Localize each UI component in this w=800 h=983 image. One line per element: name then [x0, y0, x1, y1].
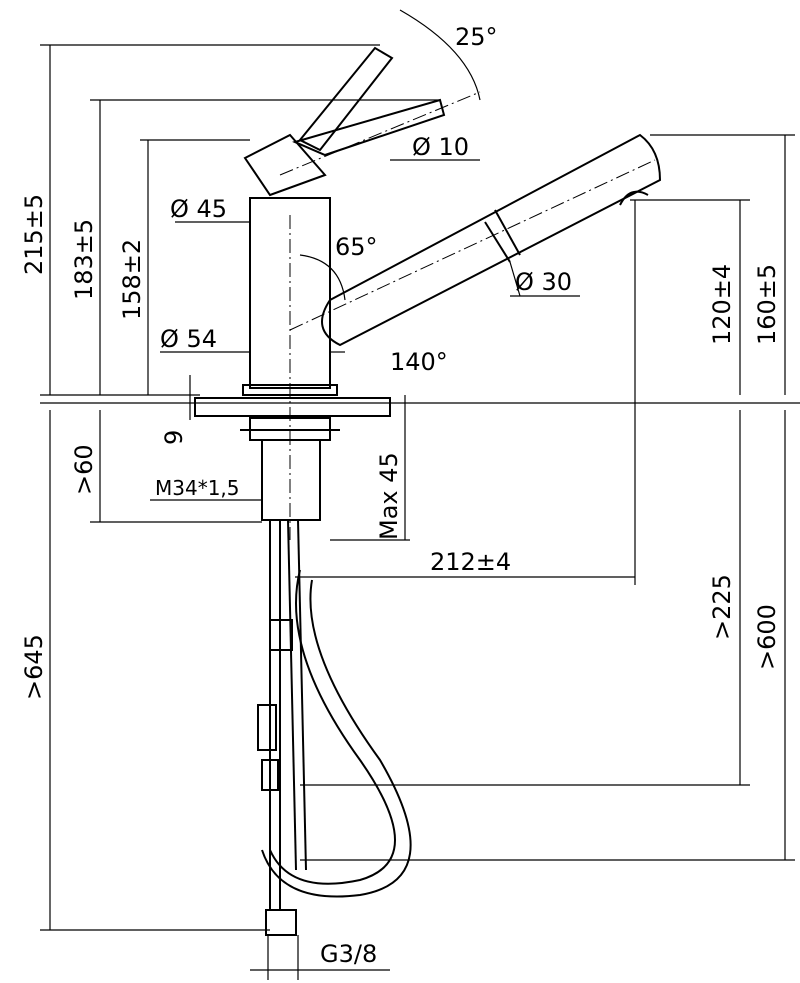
lever-handle	[243, 46, 481, 197]
label-dia-spout: Ø 30	[515, 268, 572, 296]
label-h-outlet: 120±4	[708, 264, 736, 345]
label-h-lever: 183±5	[70, 219, 98, 300]
dimension-lines	[40, 9, 795, 980]
spout	[289, 133, 662, 347]
label-hose-a: >225	[708, 574, 736, 640]
label-reach: 212±4	[430, 548, 511, 576]
label-connection: G3/8	[320, 940, 377, 968]
label-hose-total: >645	[20, 634, 48, 700]
label-dia-lever: Ø 10	[412, 133, 469, 161]
label-angle-swivel: 140°	[390, 348, 448, 376]
label-h-spout: 160±5	[753, 264, 781, 345]
label-angle-lever: 25°	[455, 23, 498, 51]
label-h-total: 215±5	[20, 194, 48, 275]
supply-hoses	[257, 519, 412, 936]
label-min-below: >60	[70, 444, 98, 495]
label-h-body: 158±2	[118, 239, 146, 320]
label-dia-body-top: Ø 45	[170, 195, 227, 223]
label-dia-body-base: Ø 54	[160, 325, 217, 353]
label-thread: M34*1,5	[155, 476, 240, 500]
label-max-thickness: Max 45	[375, 452, 403, 540]
label-plate: 9	[160, 430, 188, 445]
label-angle-spout: 65°	[335, 233, 378, 261]
label-hose-b: >600	[753, 604, 781, 670]
